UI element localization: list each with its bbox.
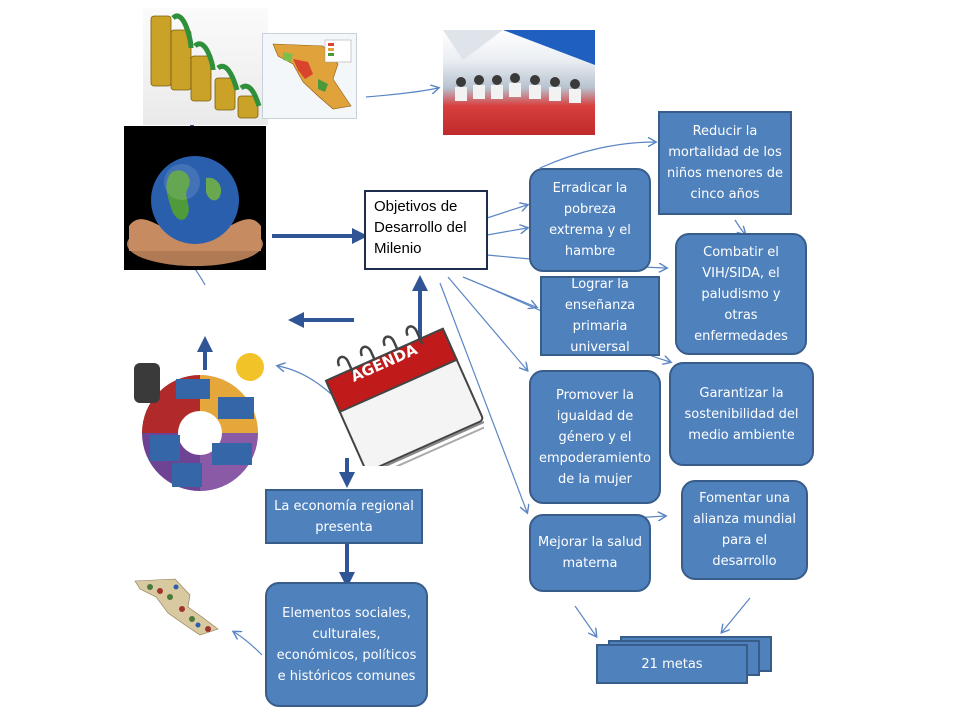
goal-child-mortality-label: Reducir la mortalidad de los niños menor… <box>666 124 784 202</box>
goal-education-label: Lograr la enseñanza primaria universal <box>564 277 636 355</box>
goal-maternal-health-label: Mejorar la salud materna <box>537 535 643 571</box>
metas-label: 21 metas <box>641 656 703 672</box>
elements-node-label: Elementos sociales, culturales, económic… <box>276 605 417 684</box>
goal-education: Lograr la enseñanza primaria universal <box>540 276 660 356</box>
cultural-map-image <box>130 573 225 645</box>
goal-gender-label: Promover la igualdad de género y el empo… <box>539 387 651 487</box>
economy-node-label: La economía regional presenta <box>274 498 414 535</box>
earth-in-hands-image <box>124 126 266 270</box>
goal-poverty-label: Erradicar la pobreza extrema y el hambre <box>549 181 631 259</box>
meeting-photo <box>443 30 595 135</box>
territory-cycle-diagram <box>128 345 268 510</box>
goal-disease: Combatir el VIH/SIDA, el paludismo y otr… <box>675 233 807 355</box>
goal-maternal-health: Mejorar la salud materna <box>529 514 651 592</box>
goal-partnership-label: Fomentar una alianza mundial para el des… <box>693 491 796 569</box>
coins-growth-image <box>143 8 268 125</box>
metas-box: 21 metas <box>596 644 748 684</box>
goal-disease-label: Combatir el VIH/SIDA, el paludismo y otr… <box>694 244 788 344</box>
goal-environment-label: Garantizar la sostenibilidad del medio a… <box>684 385 799 443</box>
goal-child-mortality: Reducir la mortalidad de los niños menor… <box>658 111 792 215</box>
mexico-map-image <box>262 33 357 119</box>
goal-environment: Garantizar la sostenibilidad del medio a… <box>669 362 814 466</box>
goal-gender: Promover la igualdad de género y el empo… <box>529 370 661 504</box>
economy-node: La economía regional presenta <box>265 489 423 544</box>
goal-poverty: Erradicar la pobreza extrema y el hambre <box>529 168 651 272</box>
goal-partnership: Fomentar una alianza mundial para el des… <box>681 480 808 580</box>
agenda-calendar-icon: AGENDA <box>304 316 498 475</box>
central-node-label: Objetivos de Desarrollo del Milenio <box>374 198 467 257</box>
elements-node: Elementos sociales, culturales, económic… <box>265 582 428 707</box>
central-node: Objetivos de Desarrollo del Milenio <box>364 190 488 270</box>
